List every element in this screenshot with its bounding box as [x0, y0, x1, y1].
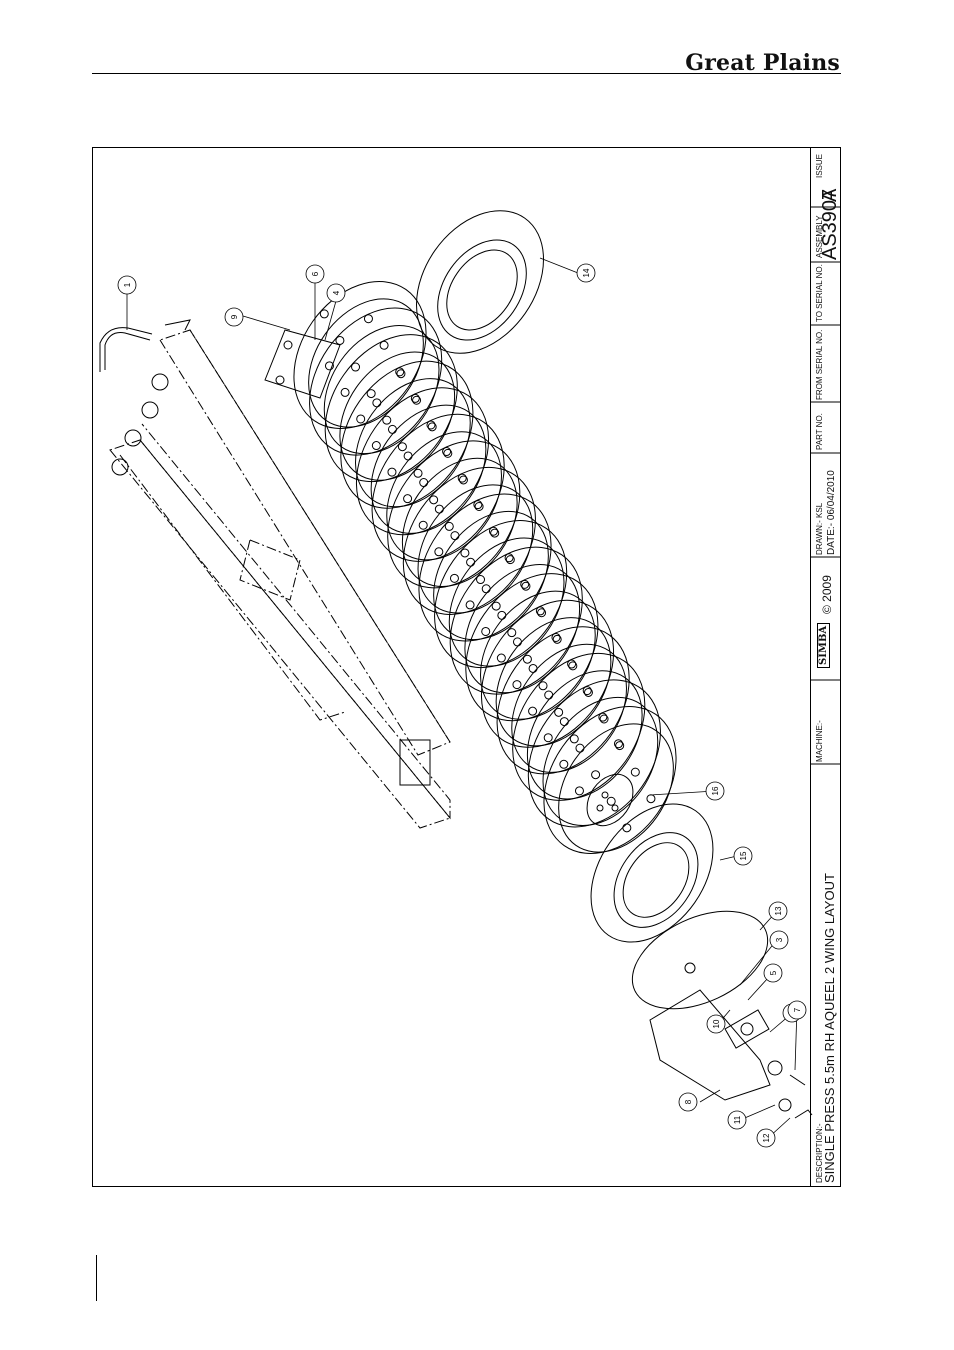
roller-tooth	[467, 558, 475, 566]
roller-tooth	[555, 708, 563, 716]
roller-tooth	[461, 549, 469, 557]
roller-tooth	[529, 707, 537, 715]
roller-ring	[407, 495, 594, 693]
roller-tooth	[544, 734, 552, 742]
roller-tooth	[383, 416, 391, 424]
callout-number: 6	[311, 271, 320, 276]
bearing-bracket	[265, 330, 340, 398]
roller-tooth	[320, 310, 328, 318]
callout-number: 7	[793, 1007, 802, 1012]
press-rollers	[267, 256, 704, 879]
roller-tooth	[508, 629, 516, 637]
roller-tooth	[372, 442, 380, 450]
roller-ring	[267, 256, 454, 454]
roller-ring	[329, 362, 516, 560]
scraper-disc	[617, 892, 783, 1029]
roller-tooth	[357, 415, 365, 423]
roller-tooth	[529, 664, 537, 672]
roller-ring	[423, 522, 610, 720]
roller-tooth	[539, 682, 547, 690]
end-cap-14	[390, 187, 570, 378]
roller-tooth	[398, 443, 406, 451]
callout-number: 9	[230, 314, 239, 319]
roller-tooth	[523, 655, 531, 663]
roller-tooth	[560, 718, 568, 726]
roller-tooth	[341, 388, 349, 396]
roller-tooth	[430, 496, 438, 504]
roller-tooth	[352, 363, 360, 371]
frame-beam	[110, 330, 450, 828]
roller-tooth	[419, 521, 427, 529]
roller-tooth	[560, 760, 568, 768]
roller-tooth	[545, 691, 553, 699]
roller-tooth	[380, 341, 388, 349]
roller-ring	[282, 283, 469, 481]
roller-tooth	[482, 627, 490, 635]
roller-tooth	[575, 787, 583, 795]
roller-tooth	[607, 797, 615, 805]
roller-tooth	[647, 795, 655, 803]
callout-number: 16	[711, 786, 720, 795]
roller-ring	[485, 628, 672, 826]
callout-number: 8	[684, 1099, 693, 1104]
roller-tooth	[466, 601, 474, 609]
end-cap-15	[566, 781, 738, 965]
callout-number: 12	[762, 1133, 771, 1142]
roller-tooth	[373, 399, 381, 407]
callout-number: 4	[332, 290, 341, 295]
roller-tooth	[570, 735, 578, 743]
callout-number: 10	[712, 1019, 721, 1028]
roller-ring	[298, 309, 485, 507]
roller-tooth	[336, 336, 344, 344]
roller-ring	[517, 681, 704, 879]
roller-tooth	[623, 824, 631, 832]
hub	[578, 766, 643, 835]
roller-tooth	[592, 771, 600, 779]
roller-tooth	[367, 390, 375, 398]
roller-tooth	[435, 505, 443, 513]
roller-ring	[470, 602, 657, 800]
footer-rule	[96, 1255, 97, 1301]
roller-tooth	[451, 532, 459, 540]
callout-number: 3	[775, 937, 784, 942]
roller-tooth	[450, 574, 458, 582]
roller-tooth	[482, 585, 490, 593]
roller-tooth	[492, 602, 500, 610]
roller-tooth	[576, 744, 584, 752]
roller-tooth	[477, 576, 485, 584]
callout-number: 5	[769, 970, 778, 975]
callout-number: 13	[774, 906, 783, 915]
roller-tooth	[404, 452, 412, 460]
roller-tooth	[497, 654, 505, 662]
roller-tooth	[388, 468, 396, 476]
roller-tooth	[420, 479, 428, 487]
roller-ring	[501, 655, 688, 853]
part-callouts: 12345678910111213141516	[118, 264, 806, 1147]
roller-tooth	[513, 638, 521, 646]
roller-ring	[360, 416, 547, 614]
roller-tooth	[498, 611, 506, 619]
roller-tooth	[631, 768, 639, 776]
roller-tooth	[364, 315, 372, 323]
roller-tooth	[388, 425, 396, 433]
beam-lugs	[112, 374, 430, 785]
callout-number: 11	[733, 1115, 742, 1124]
callout-number: 15	[739, 851, 748, 860]
roller-tooth	[414, 469, 422, 477]
roller-ring	[313, 336, 500, 534]
roller-ring	[376, 442, 563, 640]
callout-number: 1	[123, 282, 132, 287]
roller-ring	[392, 469, 579, 667]
roller-tooth	[404, 495, 412, 503]
roller-tooth	[513, 681, 521, 689]
roller-ring	[438, 548, 625, 746]
roller-tooth	[435, 548, 443, 556]
callout-number: 14	[582, 268, 591, 277]
u-bolt	[100, 320, 190, 372]
roller-ring	[454, 575, 641, 773]
roller-ring	[345, 389, 532, 587]
roller-tooth	[445, 522, 453, 530]
